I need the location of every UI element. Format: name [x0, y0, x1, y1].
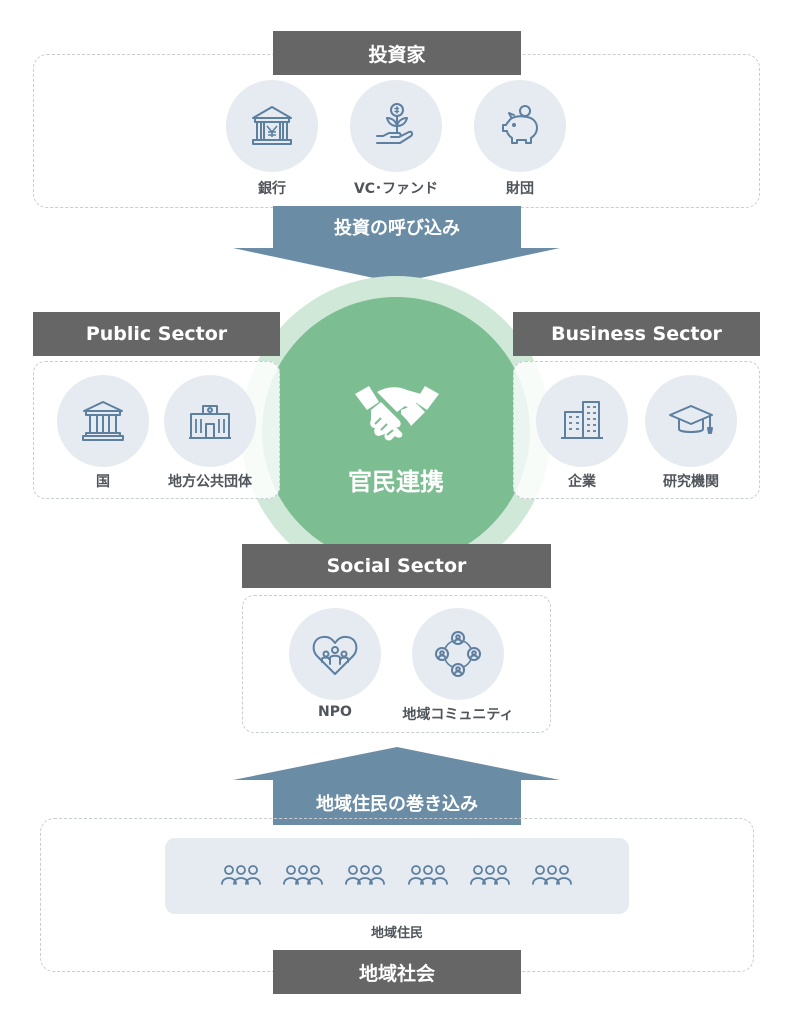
company-label: 企業	[568, 474, 596, 490]
community-label: 地域コミュニティ	[402, 707, 514, 723]
bank-icon-circle	[226, 80, 318, 172]
local-gov-icon-circle	[164, 375, 256, 467]
local-society-header: 地域社会	[273, 950, 521, 994]
people-group-icon	[221, 865, 261, 885]
country-icon-circle	[57, 375, 149, 467]
npo-label: NPO	[318, 704, 352, 720]
residents-arrow-shape	[233, 747, 560, 825]
bank-label: 銀行	[258, 181, 286, 197]
social-sector-header: Social Sector	[242, 544, 551, 588]
people-group-icon	[283, 865, 323, 885]
investment-arrow	[233, 206, 560, 283]
piggy-bank-icon	[502, 105, 538, 144]
npo-icon-circle	[289, 608, 381, 700]
residents-panel	[165, 838, 629, 914]
money-plant-hand-icon	[376, 103, 414, 144]
people-group-icon	[408, 865, 448, 885]
graduation-cap-icon	[669, 405, 713, 434]
residents-people-row	[221, 865, 572, 885]
center-label: 官民連携	[348, 468, 444, 496]
research-label: 研究機関	[663, 474, 719, 490]
city-hall-icon	[189, 405, 231, 439]
government-building-icon	[82, 401, 124, 441]
social-sector-box	[242, 595, 551, 733]
foundation-icon-circle	[474, 80, 566, 172]
country-label: 国	[96, 474, 110, 490]
company-icon-circle	[536, 375, 628, 467]
bank-yen-icon	[252, 106, 292, 145]
research-icon-circle	[645, 375, 737, 467]
residents-label: 地域住民	[370, 926, 423, 941]
people-group-icon	[345, 865, 385, 885]
residents-arrow	[233, 747, 560, 825]
foundation-label: 財団	[506, 181, 534, 197]
investment-arrow-label: 投資の呼び込み	[334, 218, 460, 239]
vc-fund-icon-circle	[350, 80, 442, 172]
people-group-icon	[470, 865, 510, 885]
office-buildings-icon	[561, 401, 603, 439]
investors-header: 投資家	[273, 31, 521, 75]
public-sector-header: Public Sector	[33, 312, 280, 356]
business-sector-header: Business Sector	[513, 312, 760, 356]
handshake-icon	[355, 386, 439, 441]
heart-people-icon	[312, 635, 358, 675]
community-icon-circle	[412, 608, 504, 700]
local-gov-label: 地方公共団体	[168, 474, 252, 490]
vc-fund-label: VC･ファンド	[353, 181, 439, 197]
residents-arrow-label: 地域住民の巻き込み	[316, 794, 478, 815]
investment-arrow-shape	[233, 206, 560, 283]
community-circle-icon	[435, 631, 481, 677]
people-group-icon	[532, 865, 572, 885]
